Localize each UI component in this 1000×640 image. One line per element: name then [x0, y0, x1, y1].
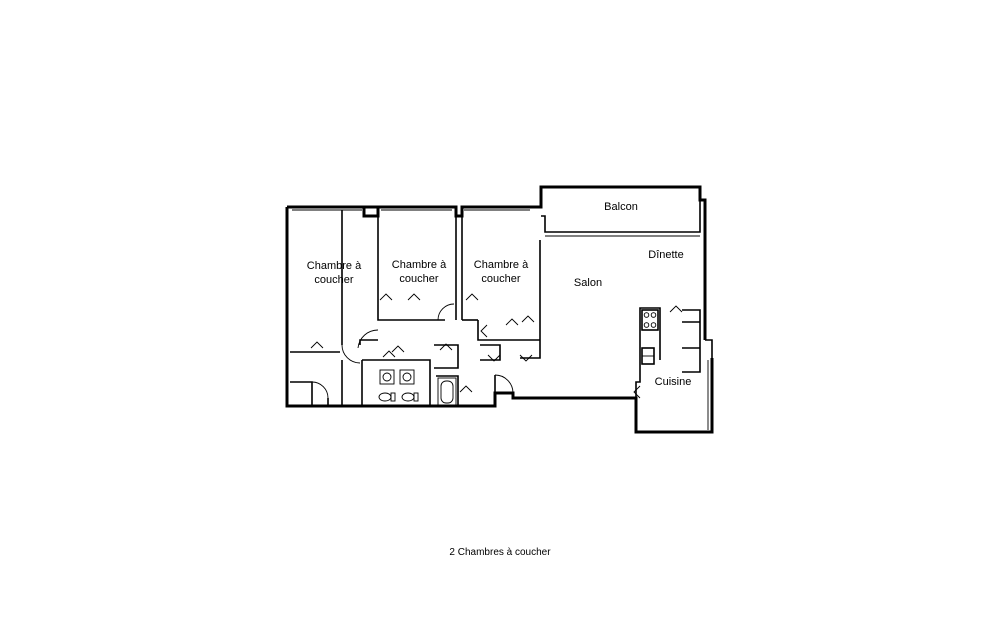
balcony-label: Balcon [604, 201, 638, 213]
bedroom-2-label-line2: coucher [399, 273, 438, 285]
balcony-outline [541, 200, 701, 237]
bedroom-3-label-line2: coucher [481, 273, 520, 285]
plan-caption: 2 Chambres à coucher [449, 547, 551, 558]
bedroom-3-label-line1: Chambre à [474, 259, 529, 271]
dinette-label: Dînette [648, 249, 683, 261]
bedroom-1-label-line2: coucher [314, 274, 353, 286]
bedroom-1-label-line1: Chambre à [307, 260, 362, 272]
kitchen-label: Cuisine [655, 376, 692, 388]
fixtures [310, 293, 683, 402]
living-room-label: Salon [574, 277, 602, 289]
interior-walls [290, 210, 713, 407]
bedroom-2-label-line1: Chambre à [392, 259, 447, 271]
